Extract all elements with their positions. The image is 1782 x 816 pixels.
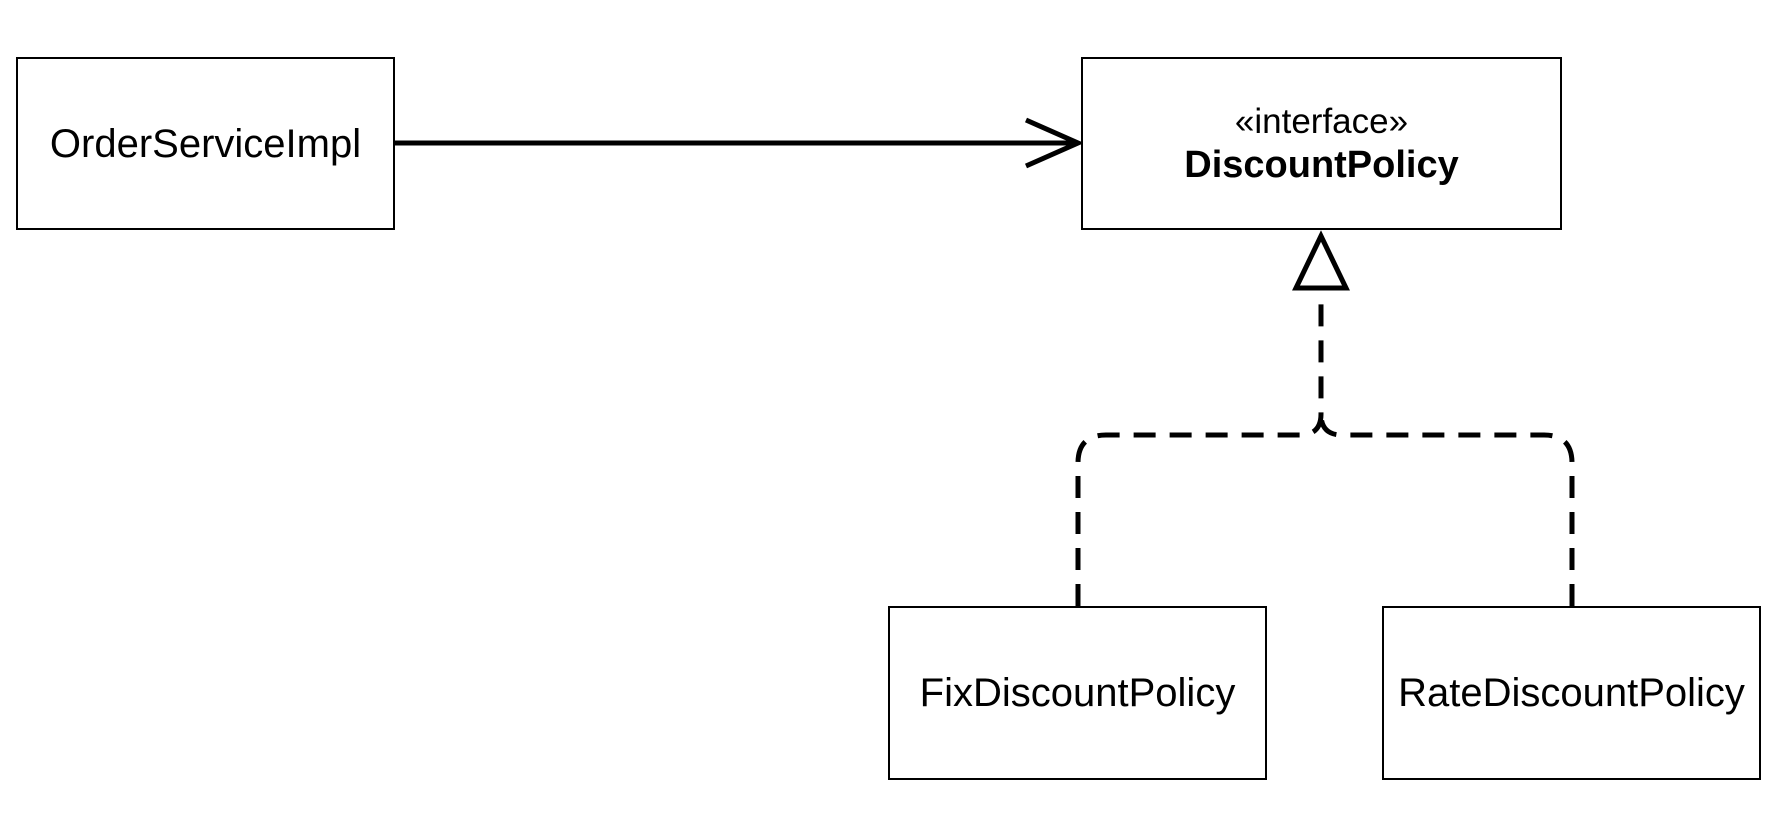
realization-path-rate xyxy=(1318,413,1575,606)
interface-stereotype: «interface» xyxy=(1234,101,1409,141)
class-box-order-service-impl[interactable]: OrderServiceImpl xyxy=(16,57,395,230)
open-arrowhead xyxy=(1024,117,1085,169)
realization-path-fix xyxy=(1075,290,1324,606)
class-name: OrderServiceImpl xyxy=(49,121,362,166)
interface-box-discount-policy[interactable]: «interface» DiscountPolicy xyxy=(1081,57,1562,230)
realization-connector xyxy=(1075,230,1575,606)
interface-name: DiscountPolicy xyxy=(1184,143,1459,186)
hollow-triangle-arrowhead xyxy=(1292,230,1350,291)
dependency-arrow xyxy=(395,117,1085,169)
class-name: RateDiscountPolicy xyxy=(1398,671,1745,715)
class-name: FixDiscountPolicy xyxy=(919,671,1236,715)
class-box-rate-discount-policy[interactable]: RateDiscountPolicy xyxy=(1382,606,1761,780)
class-box-fix-discount-policy[interactable]: FixDiscountPolicy xyxy=(888,606,1267,780)
